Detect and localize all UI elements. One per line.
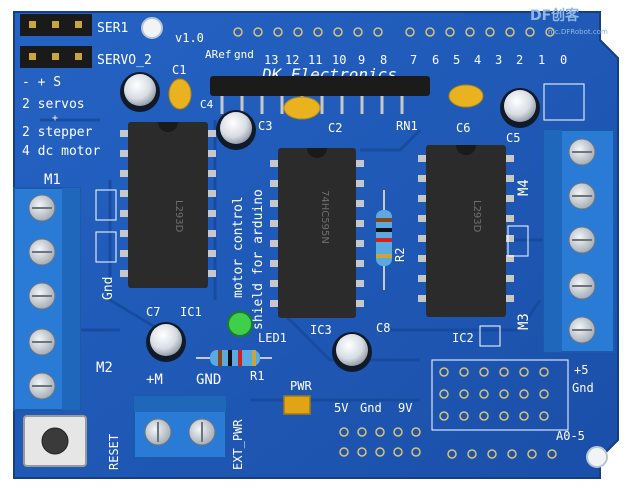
ic2-label: IC2: [452, 331, 474, 345]
servo2-label: SERVO_2: [97, 53, 152, 68]
m2-label: M2: [96, 360, 113, 376]
feature-stepper: 2 stepper: [22, 125, 93, 140]
servo-headers: [20, 14, 92, 68]
title-line2: shield for arduino: [251, 189, 266, 330]
c4-label: C4: [200, 98, 214, 111]
pin-2: 2: [516, 53, 523, 67]
c7-label: C7: [146, 305, 160, 319]
gnd-right-label: Gnd: [572, 381, 594, 395]
ic3-marking: 74HC595N: [319, 190, 330, 244]
digital-pin-labels: 13 12 11 10 9 8 7 6 5 4 3 2 1 0: [264, 53, 567, 67]
pin-sign-label: - + S: [22, 75, 61, 90]
gnd-mid-label: Gnd: [360, 401, 382, 415]
digital-header-pads: [233, 27, 555, 37]
c6-label: C6: [456, 121, 470, 135]
pin-0: 0: [560, 53, 567, 67]
mounting-hole: [141, 17, 163, 39]
watermark-brand: DF创客: [530, 7, 580, 24]
c8-label: C8: [376, 321, 390, 335]
r2-label: R2: [393, 248, 407, 262]
ext-pwr-label: EXT_PWR: [231, 419, 245, 470]
feature-dc-motor: 4 dc motor: [22, 144, 100, 159]
ic1-label: IC1: [180, 305, 202, 319]
gnd-bottom-label: GND: [196, 372, 221, 388]
c5-label: C5: [506, 131, 520, 145]
pin-13: 13: [264, 53, 278, 67]
r1-label: R1: [250, 369, 264, 383]
pwr-jumper[interactable]: [283, 395, 311, 415]
electrolytic-capacitors: [120, 72, 540, 372]
c1-label: C1: [172, 63, 186, 77]
m1-label: M1: [44, 172, 61, 188]
5v-label: 5V: [334, 401, 348, 415]
pin-9: 9: [358, 53, 365, 67]
feature-plus: +: [52, 113, 58, 124]
mounting-hole: [586, 446, 608, 468]
ic3-label: IC3: [310, 323, 332, 337]
pin-3: 3: [495, 53, 502, 67]
ic2-chip: L293D: [418, 145, 514, 317]
9v-label: 9V: [398, 401, 412, 415]
ic2-marking: L293D: [471, 200, 482, 233]
ser1-label: SER1: [97, 21, 128, 36]
led1-label: LED1: [258, 331, 287, 345]
pin-5: 5: [453, 53, 460, 67]
terminal-block-m3-m4: [543, 129, 615, 353]
plus5-label: +5: [574, 363, 588, 377]
pin-6: 6: [432, 53, 439, 67]
pin-12: 12: [285, 53, 299, 67]
watermark-site: mc.DFRobot.com: [548, 28, 608, 36]
led1-green: [227, 311, 253, 337]
pin-8: 8: [380, 53, 387, 67]
gnd-side-label: Gnd: [101, 277, 116, 300]
title-line1: motor control: [231, 196, 246, 298]
resistor-r1: [196, 350, 272, 366]
ic1-chip: L293D: [120, 122, 216, 288]
terminal-block-power: [133, 395, 227, 459]
plus-m-label: +M: [146, 372, 163, 388]
resistor-r2: [376, 190, 392, 290]
rn1-label: RN1: [396, 119, 418, 133]
ceramic-capacitors: [168, 78, 484, 120]
ic1-marking: L293D: [173, 200, 184, 233]
a0-5-label: A0-5: [556, 429, 585, 443]
reset-button[interactable]: [23, 415, 87, 467]
small-pads: [95, 83, 585, 347]
pin-11: 11: [308, 53, 322, 67]
analog-breakout-pads: [431, 359, 569, 459]
aref-label: ARef: [205, 48, 232, 61]
power-header-pads: [339, 427, 421, 457]
feature-servos: 2 servos: [22, 97, 85, 112]
pin-10: 10: [332, 53, 346, 67]
gnd-label: gnd: [234, 48, 254, 61]
pin-4: 4: [474, 53, 481, 67]
pin-7: 7: [410, 53, 417, 67]
terminal-block-m1-m2: [13, 187, 81, 411]
c2-label: C2: [328, 121, 342, 135]
ic3-chip: 74HC595N: [270, 148, 364, 318]
pin-1: 1: [538, 53, 545, 67]
m3-label: M3: [516, 313, 532, 330]
c3-label: C3: [258, 119, 272, 133]
m4-label: M4: [516, 179, 532, 196]
version-label: v1.0: [175, 31, 204, 45]
pwr-label: PWR: [290, 379, 312, 393]
reset-label: RESET: [107, 434, 121, 470]
